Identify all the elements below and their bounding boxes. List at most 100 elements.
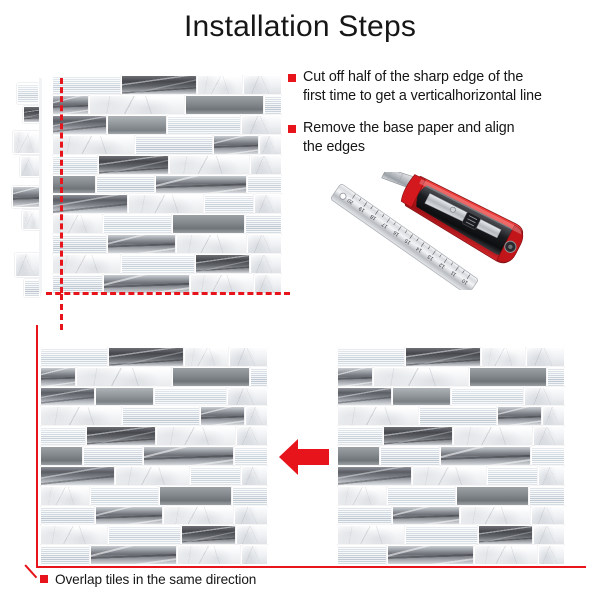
tile	[380, 446, 440, 466]
left-arrow-icon	[279, 439, 329, 475]
tile	[121, 254, 195, 275]
tile	[419, 406, 497, 427]
svg-text:10: 10	[461, 277, 469, 285]
tile	[115, 465, 191, 486]
tile-row	[40, 347, 268, 367]
tile	[412, 465, 488, 486]
tile-row	[337, 386, 565, 407]
tile	[249, 154, 282, 175]
tile	[546, 366, 565, 387]
tools-svg: 20 19 18 17 16 15 14 13 12 11 10	[330, 167, 524, 295]
tile	[229, 347, 268, 367]
stub-tile	[17, 83, 39, 104]
tile	[242, 75, 282, 95]
tile	[405, 347, 481, 367]
tile	[94, 505, 164, 526]
stub-tile	[22, 210, 40, 230]
tile	[52, 194, 128, 215]
tile-row	[337, 406, 565, 427]
tile-sheet-bottom-left	[40, 347, 268, 565]
tile	[121, 75, 197, 95]
tile	[52, 114, 108, 135]
tile	[439, 446, 531, 466]
stub-tile	[15, 253, 40, 277]
tile-row	[52, 254, 282, 275]
step-1-line-2: first time to get a verticalhorizontal l…	[303, 88, 542, 104]
tile	[52, 174, 96, 195]
svg-text:13: 13	[427, 253, 435, 261]
svg-text:19: 19	[358, 205, 366, 213]
tile	[90, 545, 177, 565]
tile-row	[337, 485, 565, 506]
tile-row	[337, 347, 565, 367]
tile	[528, 485, 565, 506]
svg-text:17: 17	[381, 221, 389, 229]
tile-row	[40, 465, 268, 486]
tile	[337, 406, 420, 427]
step-1-line-1: Cut off half of the sharp edge of the	[303, 69, 524, 85]
tile	[387, 485, 456, 506]
vertical-cut-guide	[60, 78, 63, 293]
red-vertical-guide	[36, 325, 39, 568]
tile	[122, 406, 200, 427]
tile	[373, 366, 470, 387]
tile	[387, 545, 474, 565]
tile	[391, 505, 461, 526]
tile	[40, 426, 86, 447]
tile	[52, 214, 103, 235]
tile	[236, 525, 268, 546]
tile	[190, 465, 241, 486]
tile-row	[40, 366, 268, 387]
tile	[240, 114, 282, 135]
tile	[98, 154, 170, 175]
tile	[94, 386, 154, 407]
utility-knife	[381, 167, 524, 264]
tile	[337, 426, 383, 447]
tile	[189, 274, 255, 294]
tile	[405, 525, 479, 546]
tile	[76, 366, 173, 387]
tile	[88, 94, 186, 115]
tile	[254, 194, 282, 215]
svg-text:14: 14	[415, 245, 423, 253]
tile	[233, 505, 268, 526]
tile	[176, 234, 248, 255]
tile	[258, 134, 282, 155]
tile	[40, 446, 84, 466]
horizontal-cut-guide	[46, 292, 290, 295]
tile	[52, 254, 121, 275]
tile	[226, 386, 268, 407]
tile-row	[337, 525, 565, 546]
tile	[52, 154, 98, 175]
tile-row	[40, 406, 268, 427]
step-2-block: Remove the base paper and align the edge…	[288, 119, 590, 157]
step-2-line-1: Remove the base paper and align	[303, 120, 515, 136]
tile	[480, 347, 527, 367]
tile	[83, 446, 143, 466]
tile	[40, 386, 95, 407]
tile	[337, 525, 406, 546]
tile-row	[52, 94, 282, 115]
tile	[249, 254, 282, 275]
tile	[40, 347, 109, 367]
tile	[233, 446, 268, 466]
tile	[337, 446, 381, 466]
tile	[52, 234, 108, 255]
tile	[337, 505, 392, 526]
tile	[163, 505, 234, 526]
tile-row	[52, 75, 282, 95]
tile	[40, 406, 123, 427]
tile-sheet-bottom-right	[337, 347, 565, 565]
tile	[40, 366, 77, 387]
tile	[530, 446, 565, 466]
tile	[526, 347, 565, 367]
tile	[245, 214, 282, 235]
tile-row	[40, 426, 268, 447]
tile-row	[40, 525, 268, 546]
tile-row	[337, 465, 565, 486]
tile-row	[40, 446, 268, 466]
tile	[533, 525, 565, 546]
tile	[530, 505, 565, 526]
tile	[247, 234, 282, 255]
tile	[337, 485, 388, 506]
